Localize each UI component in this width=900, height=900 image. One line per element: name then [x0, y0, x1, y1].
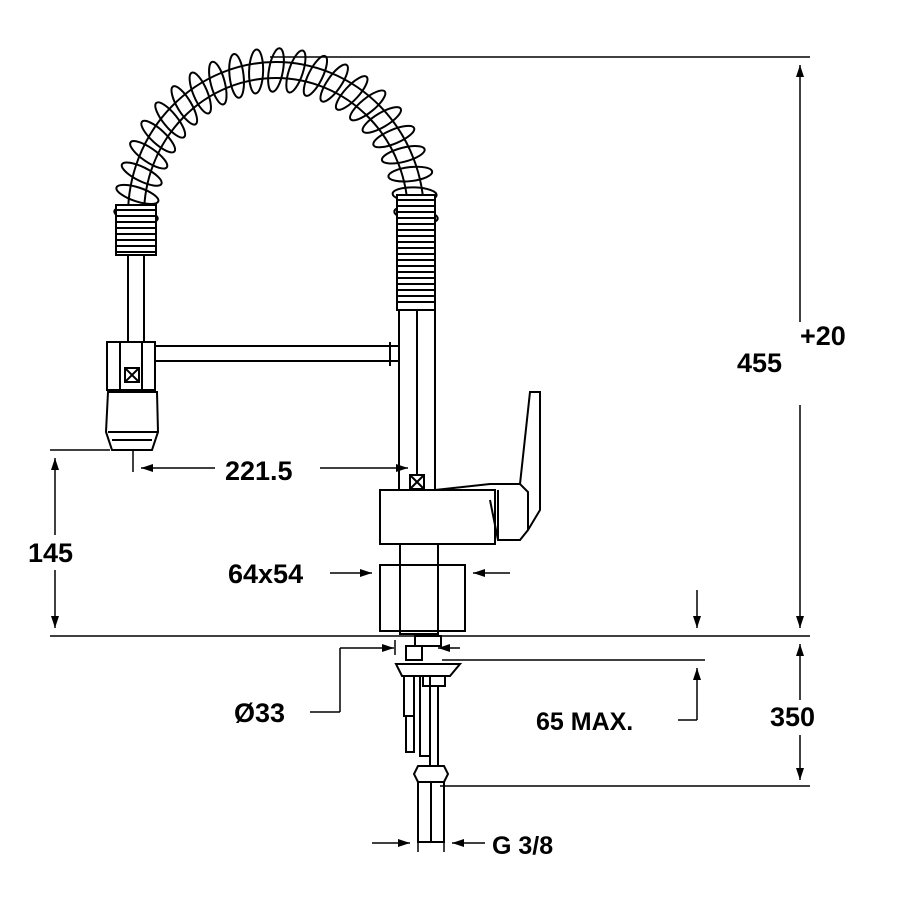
hole-diameter-label: Ø33: [234, 698, 285, 728]
spout-height-label: 145: [28, 538, 73, 568]
dimension-lines: [50, 56, 810, 852]
dimension-labels: 455 +20 221.5 145 64x54 Ø33 65 MAX. 350 …: [28, 321, 846, 860]
coil-loop: [129, 140, 169, 170]
main-column: [398, 309, 436, 491]
coil-loop: [334, 75, 369, 111]
spout-reach-label: 221.5: [225, 456, 293, 486]
height-total-label: 455: [737, 348, 782, 378]
coil-loop: [154, 101, 187, 139]
coil-arc: [127, 61, 425, 216]
faucet-outline: [104, 47, 541, 843]
spring-coil: [113, 47, 439, 224]
right-ribbed-tube: [396, 194, 436, 311]
height-tolerance-label: +20: [800, 321, 846, 351]
worktop-max-label: 65 MAX.: [536, 708, 633, 736]
spray-head: [104, 391, 160, 451]
coil-loop: [285, 49, 307, 94]
coil-arc: [143, 77, 409, 216]
coil-loop: [140, 119, 177, 154]
coil-loop: [208, 60, 228, 106]
coil-loop: [228, 53, 245, 99]
coil-loop: [188, 71, 212, 115]
under-counter-fixing: [394, 635, 463, 843]
coil-loop: [170, 85, 199, 126]
coil-loop: [115, 183, 160, 205]
faucet-base: [379, 543, 466, 635]
left-ribbed-tube: [115, 204, 157, 256]
coil-loop: [372, 124, 416, 149]
below-counter-label: 350: [770, 702, 815, 732]
support-arm: [154, 342, 400, 366]
coil-loop: [248, 48, 265, 95]
coil-loop: [387, 165, 434, 183]
base-size-label: 64x54: [228, 559, 303, 589]
coil-loop: [302, 54, 329, 97]
coil-loop: [380, 145, 426, 165]
coil-loop: [267, 47, 285, 93]
mixer-body: [379, 391, 541, 545]
spray-head-holder: [106, 341, 156, 391]
coil-loop: [319, 63, 349, 103]
coil-loop: [120, 161, 163, 187]
connection-thread-label: G 3/8: [492, 832, 553, 860]
coil-loop: [361, 106, 403, 134]
coil-loop: [349, 89, 387, 122]
